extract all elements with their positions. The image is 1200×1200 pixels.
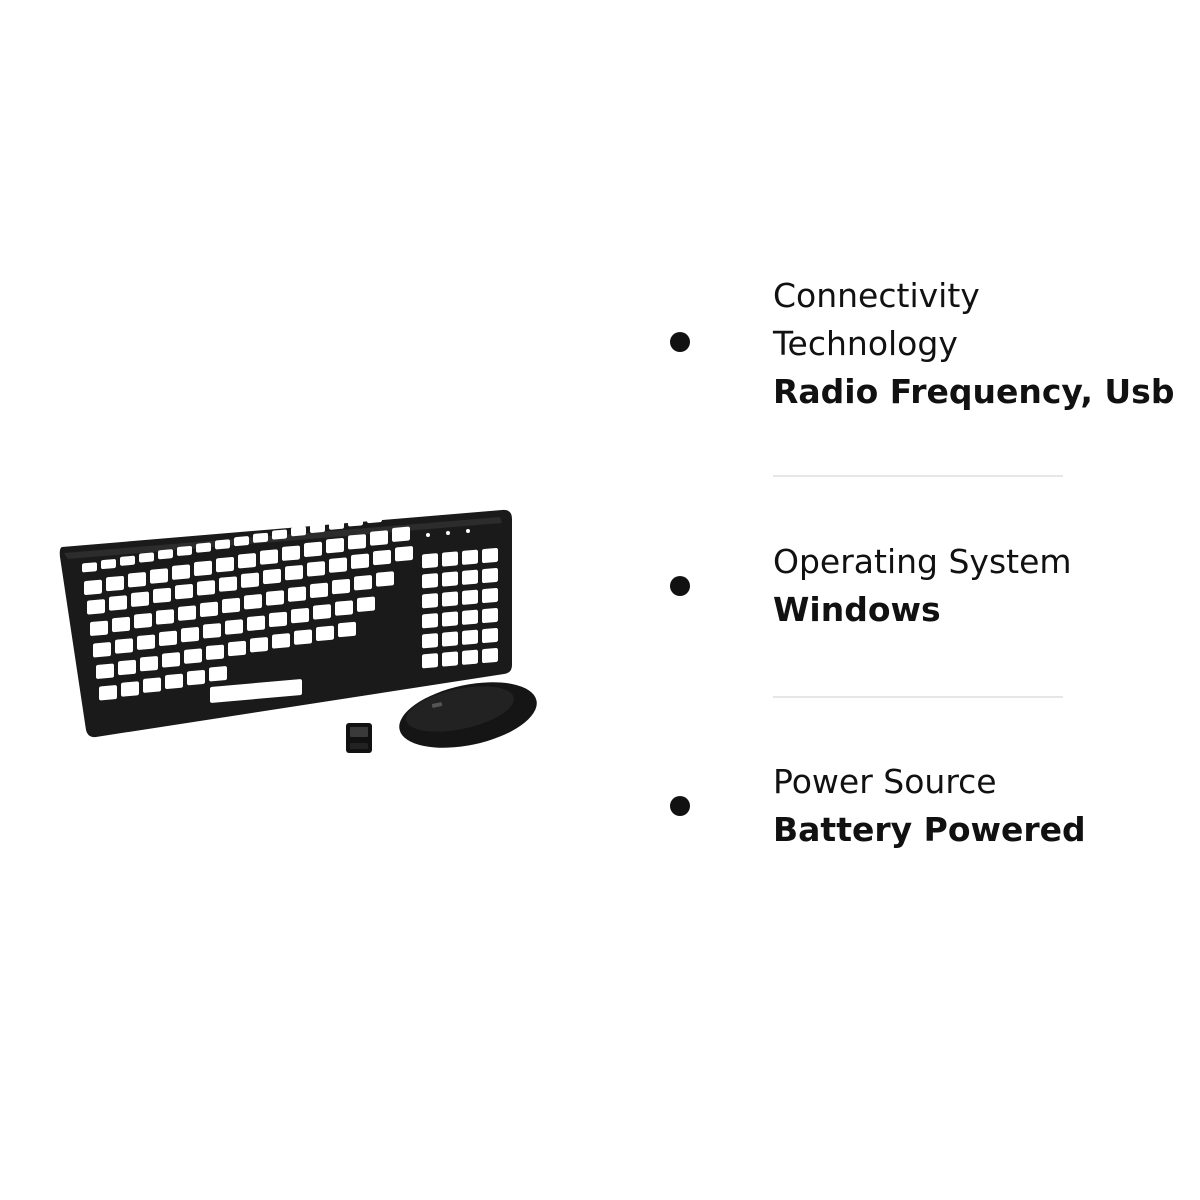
spec-text: Power Source Battery Powered (773, 758, 1193, 854)
spec-value: Windows (773, 590, 941, 629)
bullet-icon (670, 576, 690, 596)
divider (773, 696, 1063, 698)
spec-item-operating-system: Operating System Windows (660, 538, 1180, 638)
keyboard-mouse-combo-icon (59, 509, 537, 753)
spec-label: Connectivity Technology (773, 276, 980, 363)
spec-item-connectivity: Connectivity Technology Radio Frequency,… (660, 272, 1180, 417)
spec-text: Connectivity Technology Radio Frequency,… (773, 272, 1193, 416)
spec-label: Operating System (773, 542, 1072, 581)
spec-item-power-source: Power Source Battery Powered (660, 758, 1180, 858)
product-image (50, 505, 550, 770)
bullet-icon (670, 796, 690, 816)
spec-value: Radio Frequency, Usb (773, 372, 1175, 411)
bullet-icon (670, 332, 690, 352)
divider (773, 475, 1063, 477)
spec-label: Power Source (773, 762, 997, 801)
spec-value: Battery Powered (773, 810, 1086, 849)
spec-text: Operating System Windows (773, 538, 1193, 634)
